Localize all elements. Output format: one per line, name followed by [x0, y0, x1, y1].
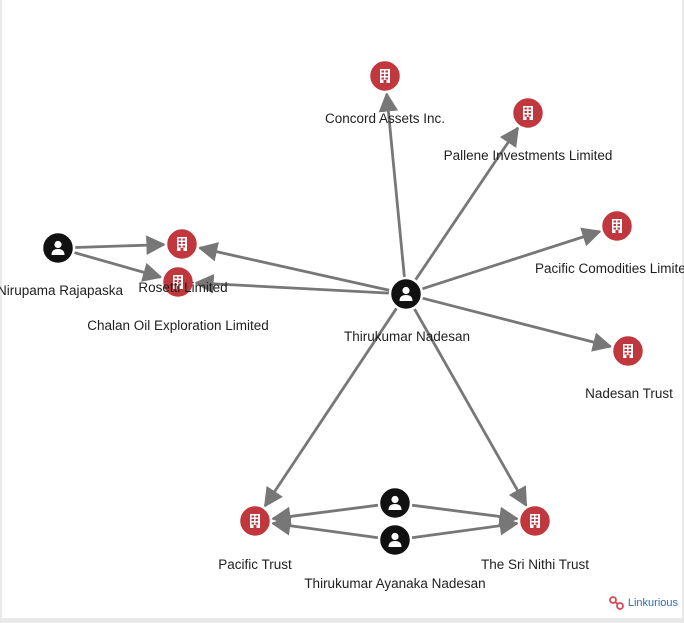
edge-thirukumar-to-nadesan_trust[interactable] [422, 296, 613, 352]
edge-thirukumar-to-pacific_comodities[interactable] [421, 227, 602, 291]
frame-border-left [0, 0, 2, 623]
linkurious-logo-icon [608, 596, 624, 610]
person-icon [399, 286, 413, 301]
edge-person_mid-to-sri_nithi[interactable] [411, 503, 520, 527]
node-chalan[interactable] [164, 226, 200, 262]
brand-badge[interactable]: Linkurious [608, 595, 678, 611]
node-label: Thirukumar Ayanaka Nadesan [304, 576, 485, 591]
node-nirupama[interactable] [40, 230, 76, 266]
edge-ayanaka-to-sri_nithi[interactable] [411, 516, 520, 540]
frame-border-right [682, 0, 684, 623]
person-icon [388, 532, 402, 547]
node-rosetti[interactable] [160, 264, 196, 300]
edge-person_mid-to-pacific_trust[interactable] [270, 503, 379, 527]
node-label: Pacific Comodities Limited [535, 261, 684, 276]
edge-thirukumar-to-sri_nithi[interactable] [413, 308, 528, 508]
edge-thirukumar-to-concord[interactable] [378, 91, 406, 278]
edge-ayanaka-to-pacific_trust[interactable] [270, 516, 379, 540]
edge-thirukumar-to-pacific_trust[interactable] [263, 307, 398, 508]
node-label: Rosetti Limited [138, 280, 227, 295]
node-label: Concord Assets Inc. [325, 111, 445, 126]
node-label: Pacific Trust [218, 557, 292, 572]
node-concord[interactable] [367, 58, 403, 94]
edge-thirukumar-to-chalan[interactable] [197, 242, 390, 292]
node-label: Nirupama Rajapaska [0, 283, 124, 298]
edges-layer [74, 91, 613, 540]
building-icon [523, 106, 533, 120]
building-icon [177, 237, 187, 251]
building-icon [530, 514, 540, 528]
building-icon [380, 69, 390, 83]
node-pallene[interactable] [510, 95, 546, 131]
person-icon [51, 240, 65, 255]
node-sri-nithi[interactable] [517, 503, 553, 539]
node-label: The Sri Nithi Trust [481, 557, 589, 572]
edge-thirukumar-to-rosetti[interactable] [194, 274, 390, 295]
frame-border-bottom [0, 618, 684, 623]
nodes-layer [40, 58, 646, 558]
node-pacific-trust[interactable] [237, 503, 273, 539]
building-icon [623, 344, 633, 358]
brand-name: Linkurious [627, 597, 678, 609]
node-nadesan-trust[interactable] [610, 333, 646, 369]
edge-nirupama-to-rosetti[interactable] [74, 251, 163, 282]
person-icon [388, 495, 402, 510]
labels-layer: Thirukumar Nadesan Concord Assets Inc. Pal… [0, 111, 684, 591]
node-label: Thirukumar Nadesan [344, 329, 470, 344]
node-person-mid[interactable] [377, 485, 413, 521]
node-pacific-comodities[interactable] [599, 208, 635, 244]
node-label: Chalan Oil Exploration Limited [87, 318, 269, 333]
edge-nirupama-to-chalan[interactable] [74, 235, 166, 255]
node-label: Pallene Investments Limited [444, 148, 613, 163]
node-thirukumar[interactable] [388, 276, 424, 312]
building-icon [250, 514, 260, 528]
building-icon [612, 219, 622, 233]
node-label: Nadesan Trust [585, 386, 673, 401]
building-icon [173, 275, 183, 289]
node-ayanaka[interactable] [377, 522, 413, 558]
edge-thirukumar-to-pallene[interactable] [414, 126, 520, 281]
